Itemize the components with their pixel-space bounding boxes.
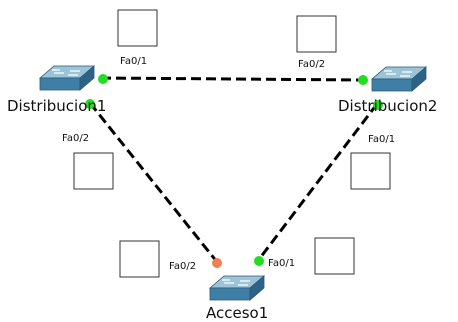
answer-box[interactable]: [119, 240, 160, 278]
port-label: Fa0/1: [268, 258, 295, 269]
switch-icon[interactable]: [371, 66, 427, 92]
port-status-dot: [98, 74, 108, 84]
answer-box[interactable]: [296, 15, 337, 53]
port-label: Fa0/1: [368, 134, 395, 145]
answer-box[interactable]: [73, 152, 114, 190]
port-label: Fa0/2: [298, 59, 325, 70]
switch-icon[interactable]: [209, 275, 265, 301]
port-label: Fa0/1: [120, 56, 147, 67]
link-distribucion2-acceso1: [255, 103, 379, 263]
link-distribucion1-distribucion2: [100, 76, 364, 82]
port-status-dot: [373, 100, 383, 110]
port-status-dot: [212, 258, 222, 268]
switch-icon[interactable]: [39, 65, 95, 91]
port-label: Fa0/2: [62, 133, 89, 144]
port-status-dot: [358, 75, 368, 85]
link-distribucion1-acceso1: [88, 102, 219, 263]
answer-box[interactable]: [314, 237, 355, 275]
device-label-distribucion1: Distribucion1: [7, 97, 106, 115]
port-status-dot: [254, 256, 264, 266]
answer-box[interactable]: [117, 9, 158, 47]
device-label-acceso1: Acceso1: [206, 304, 268, 322]
port-status-dot: [85, 99, 95, 109]
port-label: Fa0/2: [169, 261, 196, 272]
answer-box[interactable]: [350, 152, 391, 190]
device-label-distribucion2: Distribucion2: [338, 97, 437, 115]
